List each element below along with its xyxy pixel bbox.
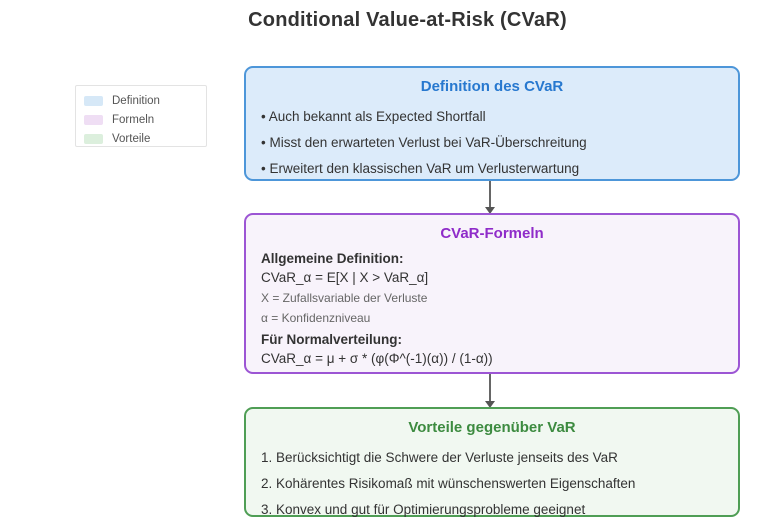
legend-label: Formeln xyxy=(112,114,155,126)
legend-swatch-definition xyxy=(84,96,103,106)
node-title: Definition des CVaR xyxy=(420,78,564,95)
legend: Definition Formeln Vorteile xyxy=(75,85,207,147)
node-title: CVaR-Formeln xyxy=(440,225,544,242)
bullet-item: • Erweitert den klassischen VaR um Verlu… xyxy=(261,161,580,176)
formula-note: α = Konfidenzniveau xyxy=(261,311,371,325)
node-title: Vorteile gegenüber VaR xyxy=(408,419,576,436)
numbered-item: 1. Berücksichtigt die Schwere der Verlus… xyxy=(261,450,618,465)
section-heading: Allgemeine Definition: xyxy=(261,251,404,266)
bullet-item: • Auch bekannt als Expected Shortfall xyxy=(261,109,486,124)
legend-item-formeln: Formeln xyxy=(84,112,198,128)
node-vorteile: Vorteile gegenüber VaR 1. Berücksichtigt… xyxy=(244,407,740,517)
legend-label: Vorteile xyxy=(112,133,151,145)
numbered-item: 3. Konvex und gut für Optimierungsproble… xyxy=(261,502,586,517)
formula-note: X = Zufallsvariable der Verluste xyxy=(261,291,428,305)
node-definition: Definition des CVaR • Auch bekannt als E… xyxy=(244,66,740,181)
flow-arrow-down-2 xyxy=(485,374,494,408)
bullet-item: • Misst den erwarteten Verlust bei VaR-Ü… xyxy=(261,135,587,150)
section-heading: Für Normalverteilung: xyxy=(261,332,403,347)
formula-text: CVaR_α = μ + σ * (φ(Φ^(-1)(α)) / (1-α)) xyxy=(261,351,493,366)
page-title: Conditional Value-at-Risk (CVaR) xyxy=(248,9,567,31)
numbered-item: 2. Kohärentes Risikomaß mit wünschenswer… xyxy=(261,476,636,491)
legend-item-vorteile: Vorteile xyxy=(84,131,198,147)
legend-swatch-formeln xyxy=(84,115,103,125)
legend-label: Definition xyxy=(112,95,160,107)
flow-arrow-down-1 xyxy=(485,181,494,214)
node-formeln: CVaR-Formeln Allgemeine Definition: CVaR… xyxy=(244,213,740,374)
legend-item-definition: Definition xyxy=(84,93,198,109)
formula-text: CVaR_α = E[X | X > VaR_α] xyxy=(261,270,429,285)
legend-swatch-vorteile xyxy=(84,134,103,144)
